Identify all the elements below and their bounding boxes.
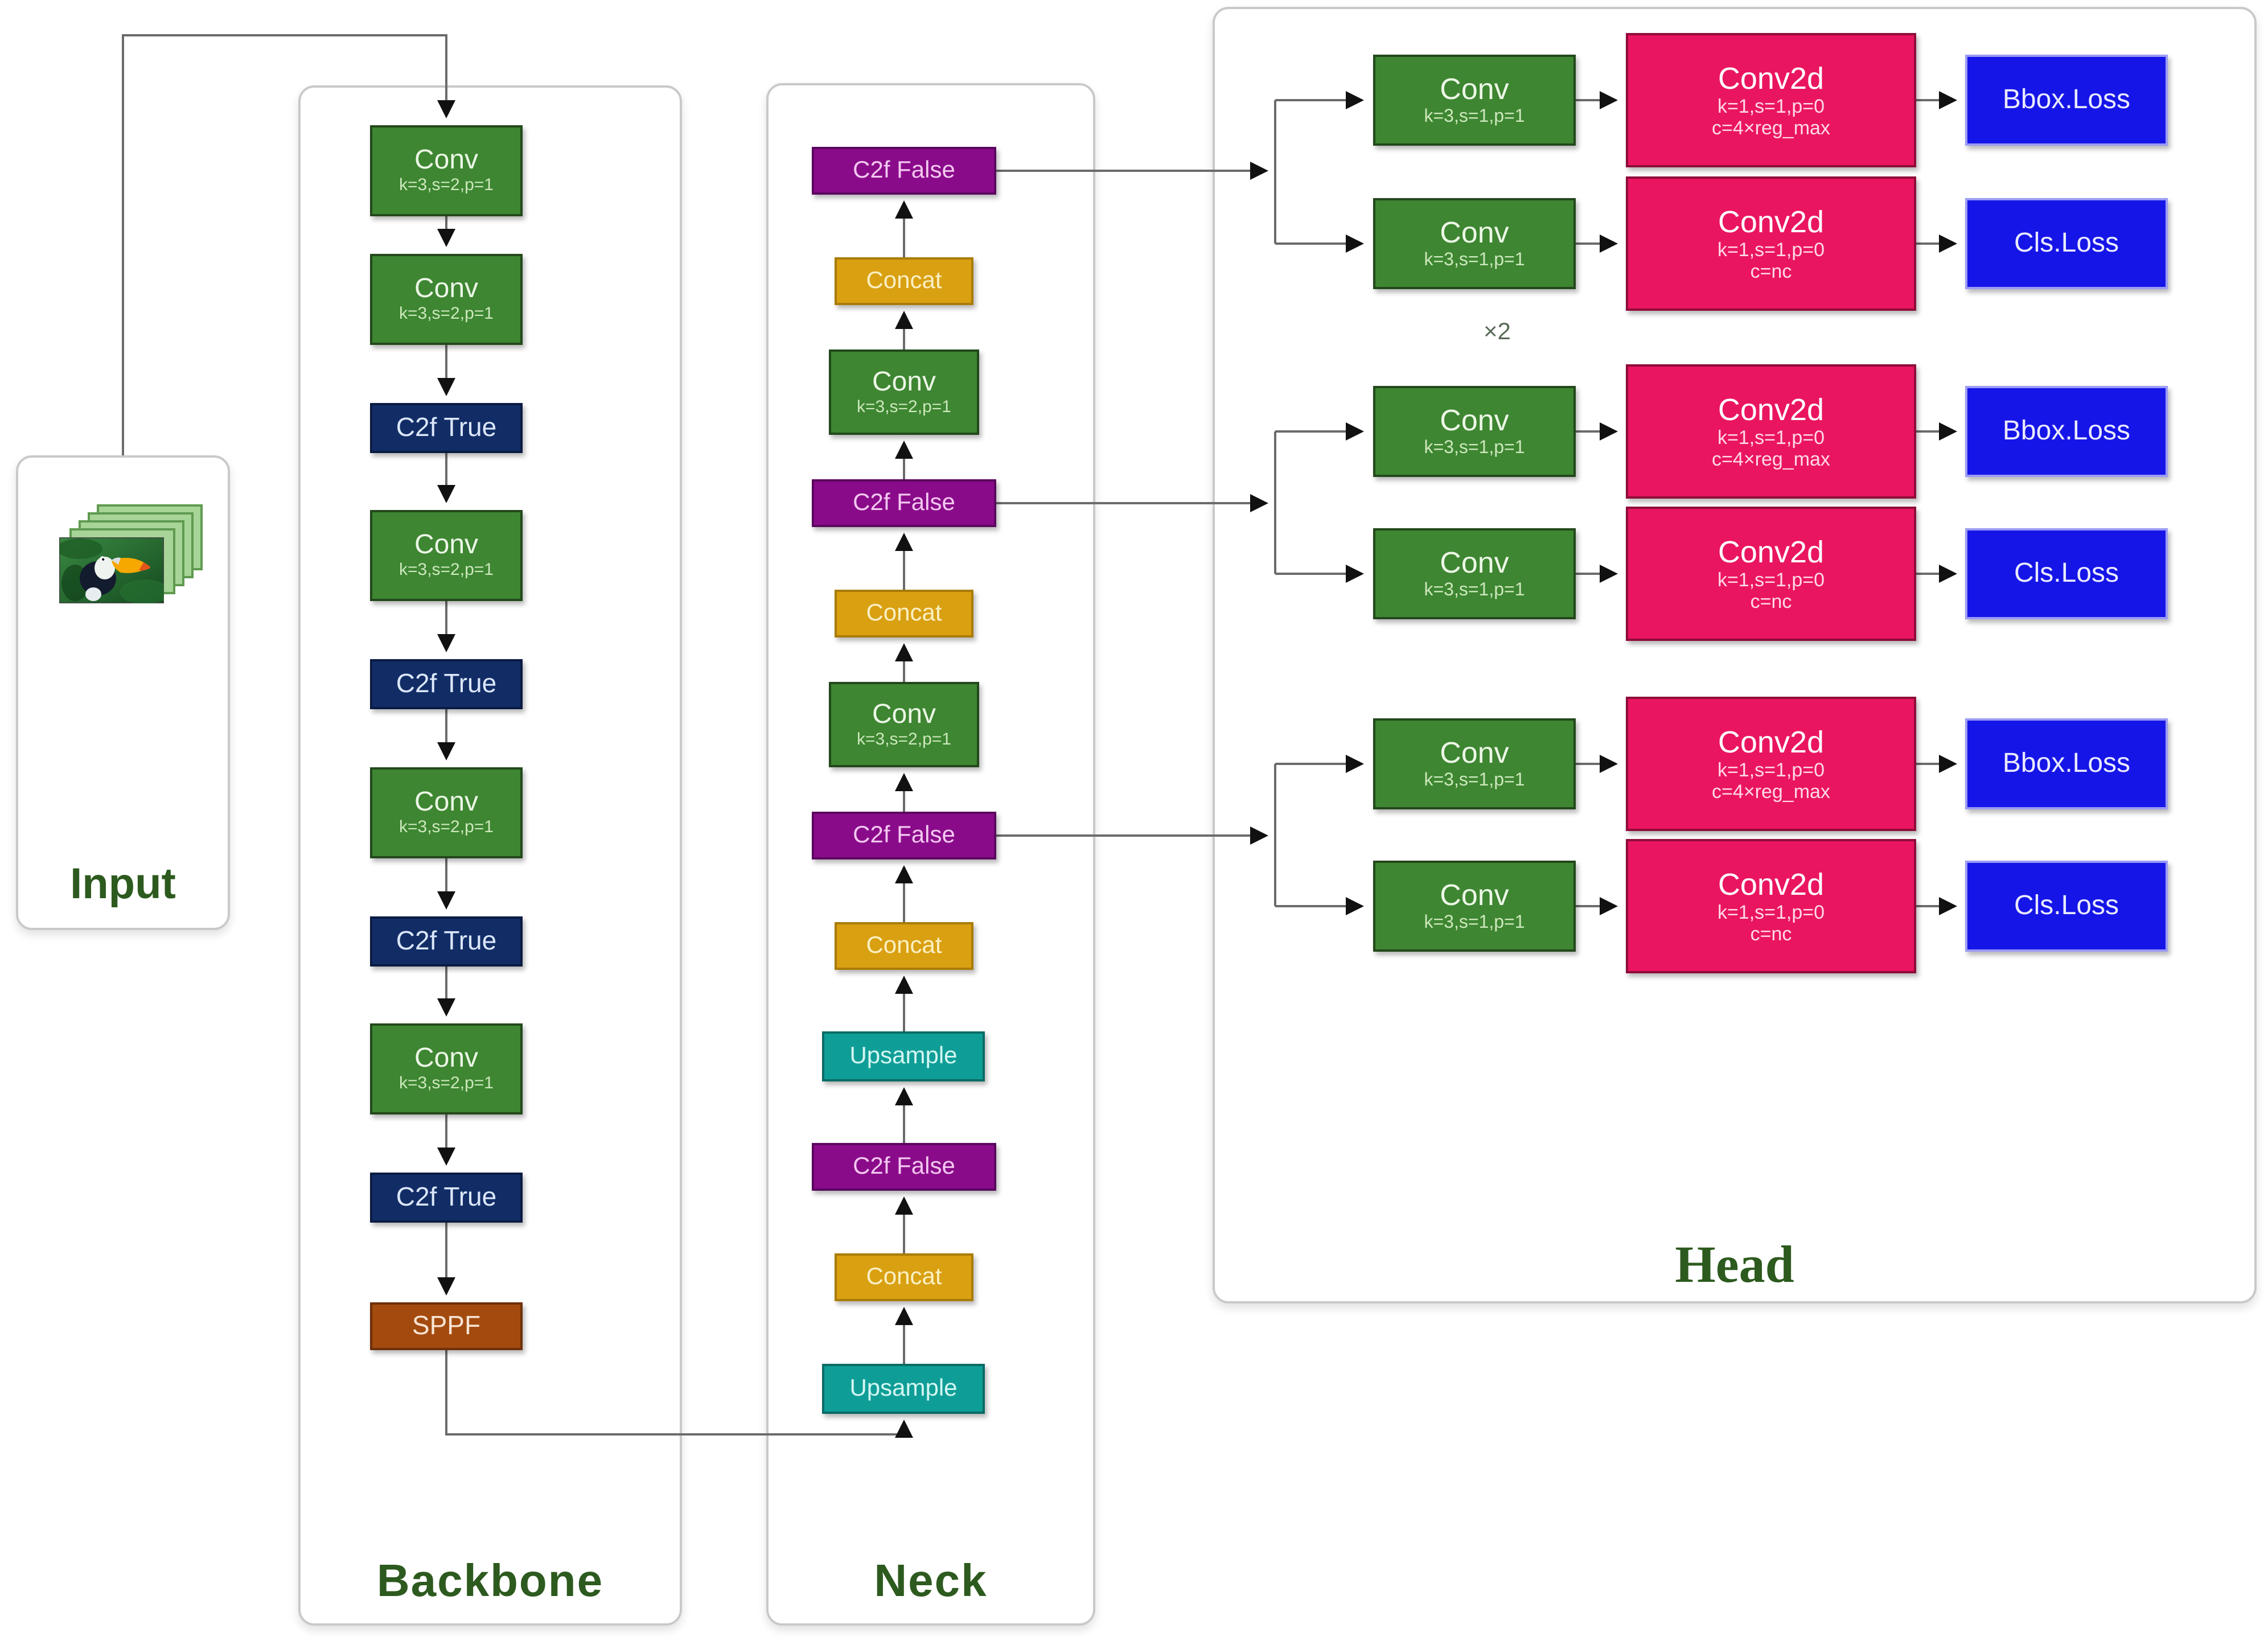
block-params: k=3,s=1,p=1 xyxy=(1424,250,1525,270)
neck-concat-block: Concat xyxy=(835,1253,973,1301)
block-title: Conv xyxy=(414,1043,479,1074)
block-params: k=1,s=1,p=0 xyxy=(1717,239,1825,261)
neck-c2f-false-block: C2f False xyxy=(812,1143,996,1191)
block-title: Conv2d xyxy=(1718,867,1825,902)
head-section-label: Head xyxy=(1675,1235,1794,1293)
neck-concat-block: Concat xyxy=(835,922,973,970)
block-title: Conv2d xyxy=(1718,61,1825,96)
neck-c2f-false-block: C2f False xyxy=(812,147,996,195)
backbone-section-label: Backbone xyxy=(376,1556,604,1606)
head-conv-block: Conv k=3,s=1,p=1 xyxy=(1373,55,1576,146)
head-conv-block: Conv k=3,s=1,p=1 xyxy=(1373,198,1576,289)
cls-loss-block: Cls.Loss xyxy=(1965,861,2168,952)
block-params: k=3,s=1,p=1 xyxy=(1424,580,1525,600)
head-conv2d-block: Conv2d k=1,s=1,p=0 c=4×reg_max xyxy=(1626,33,1916,167)
block-title: Conv xyxy=(1440,215,1509,250)
backbone-conv-block: Conv k=3,s=2,p=1 xyxy=(370,510,523,601)
block-title: Conv xyxy=(1440,878,1509,912)
block-title: Conv2d xyxy=(1718,725,1825,759)
backbone-conv-block: Conv k=3,s=2,p=1 xyxy=(370,254,523,345)
neck-c2f-false-block: C2f False xyxy=(812,812,996,859)
block-channels: c=4×reg_max xyxy=(1712,117,1830,139)
neck-c2f-false-block: C2f False xyxy=(812,479,996,527)
neck-conv-block: Conv k=3,s=2,p=1 xyxy=(829,682,979,767)
block-params: k=3,s=2,p=1 xyxy=(857,729,951,749)
block-channels: c=nc xyxy=(1750,923,1792,945)
block-params: k=1,s=1,p=0 xyxy=(1717,427,1825,449)
block-title: Conv xyxy=(414,787,479,818)
block-params: k=1,s=1,p=0 xyxy=(1717,569,1825,591)
block-params: k=3,s=2,p=1 xyxy=(857,397,951,417)
block-params: k=1,s=1,p=0 xyxy=(1717,759,1825,782)
block-channels: c=nc xyxy=(1750,261,1792,283)
head-conv-block: Conv k=3,s=1,p=1 xyxy=(1373,386,1576,477)
block-title: Conv xyxy=(1440,735,1509,770)
block-title: Conv xyxy=(1440,545,1509,580)
neck-upsample-block: Upsample xyxy=(822,1364,985,1414)
cls-loss-block: Cls.Loss xyxy=(1965,198,2168,289)
backbone-c2f-true-block: C2f True xyxy=(370,916,523,966)
head-conv2d-block: Conv2d k=1,s=1,p=0 c=nc xyxy=(1626,176,1916,311)
input-panel: Input xyxy=(16,455,230,930)
block-title: Conv xyxy=(414,529,479,561)
block-title: Conv2d xyxy=(1718,392,1825,427)
toucan-image xyxy=(59,537,164,603)
backbone-sppf-block: SPPF xyxy=(370,1302,523,1350)
head-conv2d-block: Conv2d k=1,s=1,p=0 c=nc xyxy=(1626,507,1916,641)
backbone-c2f-true-block: C2f True xyxy=(370,403,523,453)
repeat-times-note: ×2 xyxy=(1484,319,1511,345)
bbox-loss-block: Bbox.Loss xyxy=(1965,386,2168,477)
head-conv-block: Conv k=3,s=1,p=1 xyxy=(1373,861,1576,952)
head-conv-block: Conv k=3,s=1,p=1 xyxy=(1373,718,1576,809)
block-params: k=3,s=1,p=1 xyxy=(1424,106,1525,126)
backbone-conv-block: Conv k=3,s=2,p=1 xyxy=(370,125,523,216)
block-params: k=3,s=1,p=1 xyxy=(1424,912,1525,932)
head-conv2d-block: Conv2d k=1,s=1,p=0 c=4×reg_max xyxy=(1626,697,1916,831)
block-title: Conv xyxy=(1440,72,1509,106)
head-conv-block: Conv k=3,s=1,p=1 xyxy=(1373,528,1576,619)
block-title: Conv2d xyxy=(1718,204,1825,239)
block-params: k=3,s=2,p=1 xyxy=(399,817,494,837)
block-channels: c=4×reg_max xyxy=(1712,781,1830,803)
backbone-conv-block: Conv k=3,s=2,p=1 xyxy=(370,1023,523,1114)
block-params: k=3,s=2,p=1 xyxy=(399,560,494,580)
neck-concat-block: Concat xyxy=(835,590,973,638)
bbox-loss-block: Bbox.Loss xyxy=(1965,55,2168,146)
neck-conv-block: Conv k=3,s=2,p=1 xyxy=(829,349,979,435)
block-params: k=3,s=2,p=1 xyxy=(399,175,494,195)
block-title: Conv xyxy=(872,366,936,397)
block-params: k=1,s=1,p=0 xyxy=(1717,902,1825,924)
block-params: k=3,s=2,p=1 xyxy=(399,1074,494,1093)
bbox-loss-block: Bbox.Loss xyxy=(1965,718,2168,809)
block-title: Conv2d xyxy=(1718,534,1825,569)
block-channels: c=nc xyxy=(1750,591,1792,613)
backbone-conv-block: Conv k=3,s=2,p=1 xyxy=(370,767,523,858)
block-params: k=3,s=2,p=1 xyxy=(399,304,494,324)
backbone-c2f-true-block: C2f True xyxy=(370,1173,523,1223)
block-params: k=3,s=1,p=1 xyxy=(1424,770,1525,790)
head-conv2d-block: Conv2d k=1,s=1,p=0 c=4×reg_max xyxy=(1626,364,1916,499)
block-params: k=1,s=1,p=0 xyxy=(1717,96,1825,118)
block-params: k=3,s=1,p=1 xyxy=(1424,438,1525,458)
block-title: Conv xyxy=(414,273,479,305)
backbone-c2f-true-block: C2f True xyxy=(370,659,523,709)
block-channels: c=4×reg_max xyxy=(1712,449,1830,471)
head-conv2d-block: Conv2d k=1,s=1,p=0 c=nc xyxy=(1626,839,1916,973)
block-title: Conv xyxy=(414,145,479,176)
block-title: Conv xyxy=(1440,403,1509,438)
neck-upsample-block: Upsample xyxy=(822,1031,985,1081)
neck-concat-block: Concat xyxy=(835,257,973,305)
neck-section-label: Neck xyxy=(874,1556,988,1606)
block-title: Conv xyxy=(872,698,936,730)
input-section-label: Input xyxy=(70,861,176,908)
cls-loss-block: Cls.Loss xyxy=(1965,528,2168,619)
